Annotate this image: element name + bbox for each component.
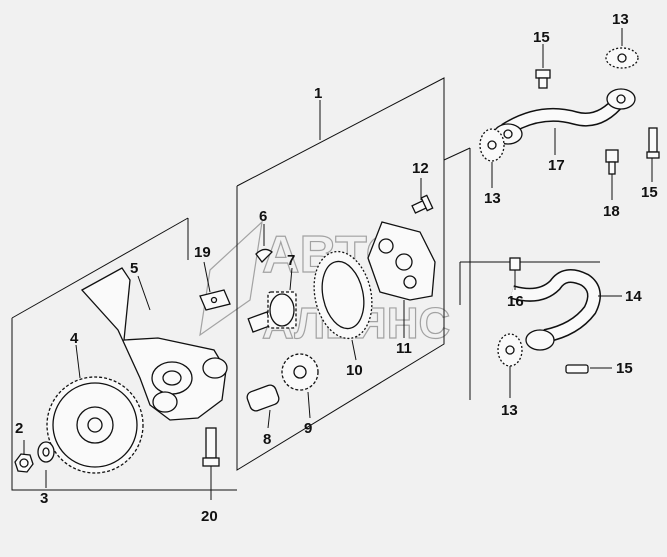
part-15-bolt-c bbox=[565, 364, 589, 374]
part-16-bolt bbox=[509, 257, 521, 271]
callout-10: 10 bbox=[346, 362, 363, 379]
part-10-gasket bbox=[313, 250, 373, 340]
leader-lines bbox=[23, 28, 653, 500]
callout-13-b: 13 bbox=[612, 11, 629, 28]
callout-3: 3 bbox=[40, 490, 48, 507]
callout-2: 2 bbox=[15, 420, 23, 437]
callout-8: 8 bbox=[263, 431, 271, 448]
callouts: 1 2 3 4 5 6 7 8 9 10 11 12 13 13 13 14 1… bbox=[15, 11, 658, 525]
callout-16: 16 bbox=[507, 293, 524, 310]
callout-11: 11 bbox=[396, 340, 412, 357]
callout-13-a: 13 bbox=[484, 190, 501, 207]
part-13-gasket-b bbox=[605, 47, 639, 69]
part-9-gear bbox=[281, 353, 319, 391]
part-15-bolt-a bbox=[535, 69, 551, 89]
part-12-bolt bbox=[411, 194, 434, 214]
part-4-drive-gear bbox=[46, 376, 144, 474]
part-15-bolt-b bbox=[646, 127, 660, 159]
part-19-plate bbox=[199, 289, 231, 311]
callout-15-b: 15 bbox=[641, 184, 658, 201]
callout-1: 1 bbox=[314, 85, 322, 102]
part-3-washer bbox=[37, 441, 55, 463]
callout-13-c: 13 bbox=[501, 402, 518, 419]
callout-4: 4 bbox=[70, 330, 79, 347]
callout-14: 14 bbox=[625, 288, 642, 305]
callout-6: 6 bbox=[259, 208, 267, 225]
part-20-bolt bbox=[202, 427, 220, 467]
callout-20: 20 bbox=[201, 508, 218, 525]
callout-15-c: 15 bbox=[616, 360, 633, 377]
part-17-oil-tube bbox=[493, 88, 636, 145]
part-11-pump-cover bbox=[367, 221, 436, 301]
part-13-gasket-c bbox=[497, 333, 523, 367]
part-14-suction-pipe bbox=[510, 269, 601, 351]
callout-9: 9 bbox=[304, 420, 312, 437]
part-5-pump-bracket bbox=[80, 267, 228, 421]
part-7-shaft-gear bbox=[247, 291, 297, 333]
callout-19: 19 bbox=[194, 244, 211, 261]
part-6-key bbox=[255, 248, 273, 263]
part-13-gasket-a bbox=[479, 128, 505, 162]
part-8-sleeve bbox=[246, 384, 280, 412]
part-2-nut bbox=[14, 453, 34, 473]
callout-15-a: 15 bbox=[533, 29, 550, 46]
callout-5: 5 bbox=[130, 260, 138, 277]
callout-18: 18 bbox=[603, 203, 620, 220]
callout-12: 12 bbox=[412, 160, 429, 177]
callout-17: 17 bbox=[548, 157, 565, 174]
exploded-view-frame bbox=[11, 77, 600, 491]
callout-7: 7 bbox=[287, 252, 295, 269]
